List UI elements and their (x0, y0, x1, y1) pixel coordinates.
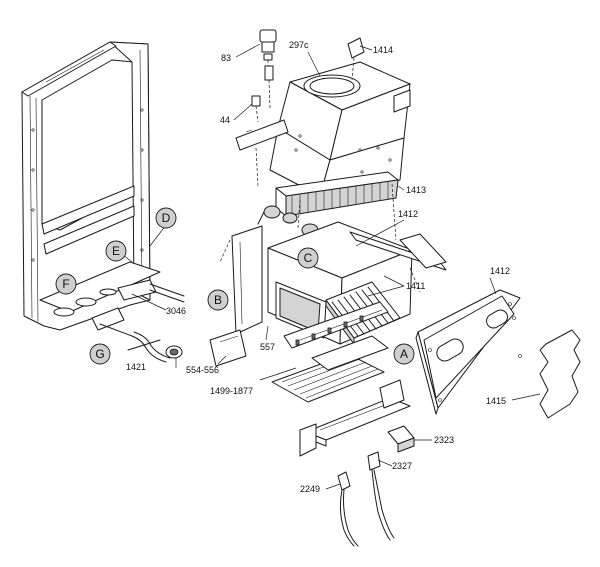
label-1411: 1411 (406, 281, 425, 291)
label-557: 557 (260, 342, 275, 352)
marker-d: D (155, 207, 177, 229)
valve-assembly (91, 279, 185, 363)
lower-grill (271, 335, 389, 403)
label-1413: 1413 (406, 185, 426, 195)
label-2327: 2327 (392, 461, 412, 471)
label-1414: 1414 (373, 45, 393, 55)
marker-e: E (105, 240, 127, 262)
label-554-556: 554-556 (186, 365, 219, 375)
marker-b: B (207, 289, 229, 311)
circle-markers: A B C D E F G (55, 207, 415, 365)
label-1412-center: 1412 (398, 209, 418, 219)
marker-f: F (55, 273, 77, 295)
ignition-parts (299, 423, 415, 547)
label-1412-right: 1412 (490, 266, 510, 276)
small-parts (251, 29, 365, 123)
marker-a: A (393, 343, 415, 365)
label-297c: 297c (289, 40, 309, 50)
svg-text:C: C (304, 251, 313, 265)
marker-c: C (297, 247, 319, 269)
label-1499-1877: 1499-1877 (210, 386, 253, 396)
svg-text:D: D (162, 211, 171, 225)
heat-exchanger (257, 171, 399, 249)
assembly-guides (219, 147, 421, 293)
svg-text:E: E (112, 244, 120, 258)
svg-text:A: A (400, 347, 408, 361)
base-plate (209, 329, 411, 447)
marker-g: G (89, 343, 111, 365)
label-1415: 1415 (486, 396, 506, 406)
label-44: 44 (220, 115, 230, 125)
label-1421: 1421 (126, 362, 146, 372)
label-83: 83 (221, 53, 231, 63)
label-2249: 2249 (300, 484, 320, 494)
svg-text:G: G (95, 347, 104, 361)
front-door-panel (415, 289, 522, 415)
back-frame (21, 41, 161, 331)
insulation-panel (539, 329, 581, 419)
svg-text:B: B (214, 293, 222, 307)
part-labels: 83 297c 1414 44 1413 1412 1412 1411 3046… (126, 40, 510, 494)
label-2323: 2323 (434, 435, 454, 445)
label-3046: 3046 (166, 306, 186, 316)
svg-text:F: F (62, 277, 69, 291)
